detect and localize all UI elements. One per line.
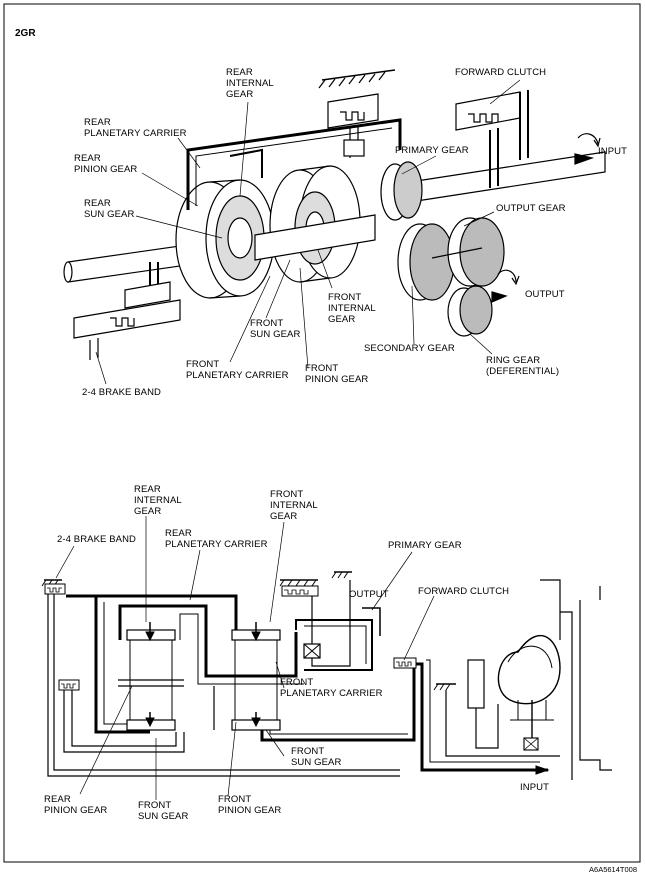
label-front-internal-gear-bottom: FRONT INTERNAL GEAR xyxy=(270,489,318,522)
label-rear-planetary-carrier-top: REAR PLANETARY CARRIER xyxy=(84,117,187,139)
label-output-top: OUTPUT xyxy=(525,289,565,300)
label-front-pinion-gear-top: FRONT PINION GEAR xyxy=(305,363,369,385)
label-output-bottom: OUTPUT xyxy=(349,589,389,600)
label-front-sun-gear-top: FRONT SUN GEAR xyxy=(250,318,301,340)
label-primary-gear-top: PRIMARY GEAR xyxy=(395,145,469,156)
label-primary-gear-bottom: PRIMARY GEAR xyxy=(388,540,462,551)
label-input-top: INPUT xyxy=(598,146,627,157)
label-rear-internal-gear-bottom: REAR INTERNAL GEAR xyxy=(134,484,182,517)
label-front-planetary-carrier-bottom: FRONT PLANETARY CARRIER xyxy=(280,677,383,699)
label-brake-band-bottom: 2-4 BRAKE BAND xyxy=(57,534,137,545)
label-rear-pinion-gear-bottom: REAR PINION GEAR xyxy=(44,794,108,816)
label-output-gear-top: OUTPUT GEAR xyxy=(496,203,566,214)
label-rear-planetary-carrier-bottom: REAR PLANETARY CARRIER xyxy=(165,528,268,550)
label-secondary-gear-top: SECONDARY GEAR xyxy=(364,343,455,354)
top-leaders xyxy=(95,79,521,385)
label-front-sun-gear-bottom-left: FRONT SUN GEAR xyxy=(138,800,189,822)
label-forward-clutch-bottom: FORWARD CLUTCH xyxy=(418,586,510,597)
label-input-bottom: INPUT xyxy=(520,782,549,793)
label-front-sun-gear-bottom: FRONT SUN GEAR xyxy=(291,746,342,768)
figure-title: 2GR xyxy=(15,28,36,39)
bottom-schematic xyxy=(41,571,612,780)
label-front-pinion-gear-bottom: FRONT PINION GEAR xyxy=(218,794,282,816)
label-forward-clutch-top: FORWARD CLUTCH xyxy=(455,67,547,78)
label-rear-pinion-gear-top: REAR PINION GEAR xyxy=(74,153,138,175)
label-rear-sun-gear-top: REAR SUN GEAR xyxy=(84,198,135,220)
label-rear-internal-gear-top: REAR INTERNAL GEAR xyxy=(226,67,274,100)
page-border xyxy=(3,3,641,863)
label-ring-gear-top: RING GEAR (DEFERENTIAL) xyxy=(486,355,560,377)
label-brake-band-top: 2-4 BRAKE BAND xyxy=(82,387,162,398)
label-front-planetary-carrier-top: FRONT PLANETARY CARRIER xyxy=(186,359,289,381)
figure-code: A6A5614T008 xyxy=(589,865,637,874)
bottom-leaders xyxy=(55,516,435,800)
label-front-internal-gear-top: FRONT INTERNAL GEAR xyxy=(328,292,376,325)
